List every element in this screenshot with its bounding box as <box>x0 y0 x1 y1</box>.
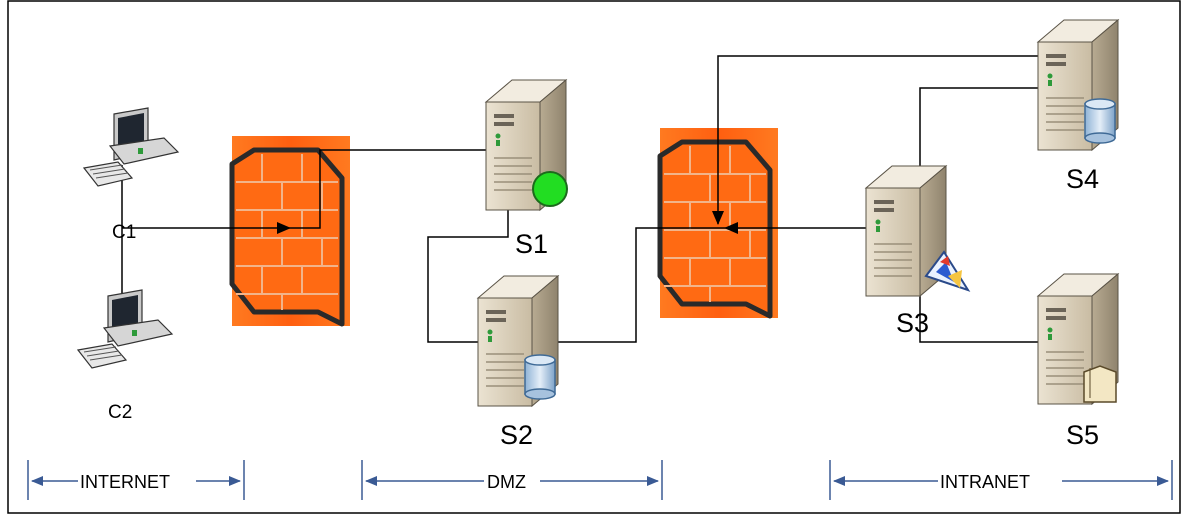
node-label-s5: S5 <box>1066 420 1099 450</box>
link-firewall-s1 <box>290 144 521 229</box>
firewall-internet-dmz-icon <box>232 136 350 326</box>
firewall-dmz-intranet-icon <box>660 128 778 318</box>
node-label-s3: S3 <box>896 308 929 338</box>
zone-label-internet: INTERNET <box>80 472 170 492</box>
zone-label-intranet: INTRANET <box>940 472 1030 492</box>
diagram-frame <box>7 0 1181 514</box>
zone-label-dmz: DMZ <box>487 472 526 492</box>
workstation-c2-icon <box>77 289 173 369</box>
green-status-dot-icon <box>532 171 568 207</box>
node-label-s2: S2 <box>500 420 533 450</box>
node-label-s4: S4 <box>1066 164 1099 194</box>
application-icon <box>924 250 971 292</box>
file-icon <box>1083 365 1117 403</box>
database-icon <box>1084 98 1116 144</box>
node-label-c1: C1 <box>112 222 136 243</box>
link-s4-firewall <box>712 55 1046 225</box>
node-label-c2: C2 <box>108 402 132 423</box>
link-firewall-s2 <box>523 227 725 348</box>
zone-indicators <box>27 460 1173 500</box>
database-icon <box>524 354 556 400</box>
node-label-s1: S1 <box>515 229 548 259</box>
link-s1-s2 <box>427 160 521 348</box>
workstation-c1-icon <box>83 107 179 187</box>
